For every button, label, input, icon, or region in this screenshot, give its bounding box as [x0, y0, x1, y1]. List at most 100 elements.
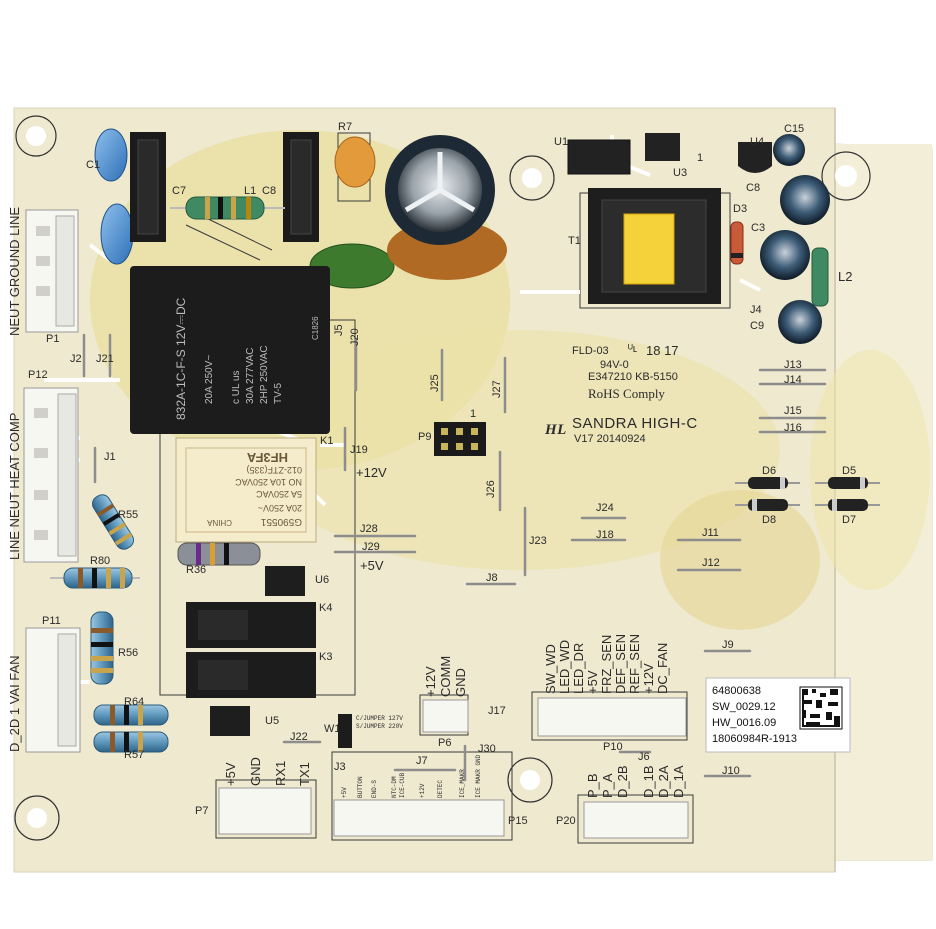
brand-logo: HL [545, 422, 567, 438]
inductor-l2 [811, 247, 829, 307]
ref-j12: J12 [702, 557, 720, 569]
marking-fld: FLD-03 [572, 345, 609, 357]
ref-w1: W1 [324, 723, 341, 735]
resistor-r56 [90, 611, 114, 685]
ref-d7: D7 [842, 514, 857, 526]
p10-pin-6: DEF_SEN [613, 634, 628, 694]
ref-j14: J14 [784, 374, 802, 386]
diodes-d5-d8 [735, 477, 880, 511]
p10-pin-4: +5V [585, 670, 600, 695]
ref-plus5v: +5V [360, 558, 384, 573]
ref-l1: L1 [244, 185, 257, 197]
datamatrix-code [799, 686, 843, 730]
ref-j25: J25 [429, 374, 441, 392]
connector-p6 [422, 699, 469, 733]
p7-pin-3: RX1 [273, 760, 288, 786]
ref-r80: R80 [90, 555, 111, 567]
ref-p11: P11 [42, 615, 61, 627]
ref-d3: D3 [733, 203, 748, 215]
p1-label: NEUT GROUND LINE [7, 206, 22, 336]
relay-hf-part: HF3FA [246, 450, 288, 465]
ref-p12: P12 [28, 369, 48, 381]
p6-pin-1: +12V [423, 666, 438, 697]
ref-j20: J20 [349, 328, 361, 346]
ref-j28: J28 [360, 523, 378, 535]
label-hw-version: HW_0016.09 [712, 717, 777, 729]
resistor-r36 [177, 542, 261, 566]
p10-pin-1: SW_WD [543, 644, 558, 694]
ref-u3: U3 [673, 167, 688, 179]
p15-pin-9: ICE MAKR GND [475, 754, 482, 798]
relay-main-rating-3: 2HP 250VAC [259, 345, 270, 404]
p20-pin-4: D_1B [641, 765, 656, 798]
header-p9 [434, 422, 486, 456]
ic-u3 [645, 133, 680, 161]
marking-94v0: 94V-0 [600, 359, 629, 371]
inductor-l1 [170, 196, 285, 220]
p15-pin-6: +12V [419, 783, 426, 798]
jumper-w1 [338, 714, 352, 748]
ref-r7: R7 [338, 121, 353, 133]
ref-p20: P20 [556, 815, 576, 827]
marking-ul-logo: ᵁʟ [628, 343, 638, 355]
ref-u3-pin1: 1 [697, 152, 704, 164]
relay-hf-rating-2: 5A 250VAC [256, 489, 302, 499]
ref-j16: J16 [784, 422, 802, 434]
ref-k4: K4 [319, 602, 333, 614]
electrolytic-capacitor-large [385, 135, 507, 280]
ref-d8: D8 [762, 514, 777, 526]
ref-j18: J18 [596, 529, 614, 541]
p15-pin-7: DETEC [437, 779, 444, 798]
relay-hf-rating-1: NO 10A 250VAC [235, 477, 302, 487]
p10-pin-8: +12V [641, 663, 656, 694]
relay-hf-code: G590551 [260, 516, 302, 527]
ref-j26: J26 [485, 480, 497, 498]
p12-label: LINE NEUT HEAT COMP [7, 412, 22, 560]
capacitor-c9 [778, 300, 822, 344]
ref-r36: R36 [186, 564, 207, 576]
resistor-r64 [93, 704, 169, 726]
ref-j9: J9 [722, 639, 734, 651]
p10-pin-3: LED_DR [571, 642, 586, 694]
relay-main-rating-2: 30A 277VAC [245, 347, 256, 404]
ref-r56: R56 [118, 647, 139, 659]
ref-k1: K1 [320, 435, 334, 447]
p10-pin-9: DC_FAN [655, 642, 670, 694]
ref-p7: P7 [195, 805, 209, 817]
blue-capacitors [94, 128, 134, 265]
ref-plus12v: +12V [356, 465, 387, 480]
p6-pin-2: COMM [438, 655, 453, 697]
ref-j29: J29 [362, 541, 380, 553]
relay-hf3fa [175, 437, 317, 543]
label-sw-version: SW_0029.12 [712, 701, 776, 713]
p20-pin-3: D_2B [615, 765, 630, 798]
ref-j11: J11 [702, 527, 719, 539]
ref-u6: U6 [315, 574, 330, 586]
p15-pin-5: ICE-CUB [399, 772, 406, 798]
mounting-holes [14, 115, 871, 841]
ref-p9: P9 [418, 431, 432, 443]
ref-c8b: C8 [746, 182, 761, 194]
p20-pin-1: P_B [585, 773, 600, 798]
regulator-u4 [738, 142, 772, 173]
ref-j6: J6 [638, 751, 650, 763]
connector-p10 [537, 697, 687, 737]
ref-c1: C1 [86, 159, 101, 171]
p10-pin-7: REF_SEN [627, 634, 642, 694]
p15-pin-2: BUTTON [357, 776, 364, 798]
ref-u4: U4 [750, 136, 765, 148]
ic-u5 [210, 706, 250, 736]
ref-p9-pin1: 1 [470, 408, 477, 420]
ref-j19: J19 [350, 444, 368, 456]
ref-j17: J17 [488, 705, 506, 717]
relay-main [130, 266, 330, 434]
ref-j27: J27 [491, 380, 503, 398]
p15-pin-3: END-S [371, 779, 378, 798]
ref-j13: J13 [784, 359, 802, 371]
ref-c9: C9 [750, 320, 765, 332]
capacitor-c3 [760, 230, 810, 280]
ref-j21: J21 [96, 353, 114, 365]
connector-p12 [23, 387, 79, 563]
